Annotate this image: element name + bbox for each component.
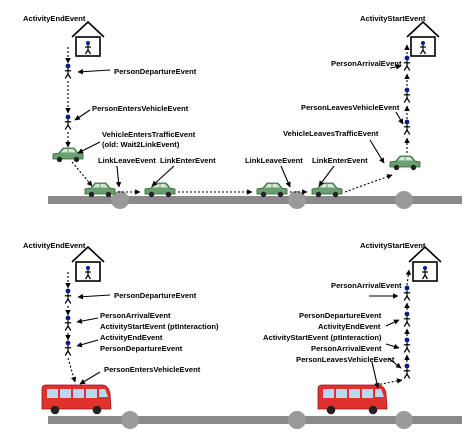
car-icon — [52, 147, 84, 163]
arrow-icon — [318, 165, 335, 187]
person-icon — [64, 315, 72, 332]
person-icon — [64, 62, 72, 80]
node-top-2 — [288, 191, 306, 209]
arrow-icon — [344, 174, 393, 193]
label-person-arrival: PersonArrivalEvent — [331, 59, 402, 68]
car-icon — [389, 155, 421, 171]
person-icon — [64, 288, 72, 305]
label-person-arrival-b: PersonArrivalEvent — [331, 281, 402, 290]
label-left-group-2: ActivityStartEvent (ptInteraction) — [100, 322, 219, 331]
road-top — [48, 196, 462, 204]
arrow-icon — [74, 109, 91, 121]
label-vehicle-enters-traffic-note: (old: Wait2LinkEvent) — [102, 140, 180, 149]
label-link-enter-2: LinkEnterEvent — [312, 156, 368, 165]
label-person-enters-vehicle: PersonEntersVehicleEvent — [92, 104, 189, 113]
label-right-group-1: PersonDepartureEvent — [299, 311, 382, 320]
arrow-icon — [371, 361, 380, 389]
label-right-group-5: PersonLeavesVehicleEvent — [296, 355, 395, 364]
label-left-group-1: PersonArrivalEvent — [100, 311, 171, 320]
person-icon — [403, 54, 411, 72]
arrow-icon — [385, 343, 400, 350]
label-link-enter-1: LinkEnterEvent — [160, 156, 216, 165]
node-bottom-3 — [395, 411, 413, 429]
bus-icon — [317, 384, 388, 415]
arrow-icon — [77, 141, 101, 154]
label-vehicle-enters-traffic: VehicleEntersTrafficEvent — [102, 130, 196, 139]
label-activity-start-b: ActivityStartEvent — [360, 241, 426, 250]
person-icon — [64, 113, 72, 131]
car-icon — [256, 182, 288, 198]
label-activity-end: ActivityEndEvent — [23, 14, 86, 23]
label-activity-start: ActivityStartEvent — [360, 14, 426, 23]
label-right-group-4: PersonArrivalEvent — [311, 344, 382, 353]
label-link-leave-1: LinkLeaveEvent — [98, 156, 156, 165]
arrow-icon — [387, 357, 402, 369]
person-icon — [403, 86, 411, 104]
label-person-departure: PersonDepartureEvent — [114, 67, 197, 76]
label-link-leave-2: LinkLeaveEvent — [245, 156, 303, 165]
arrow-icon — [71, 161, 93, 187]
arrow-icon — [67, 357, 77, 383]
person-icon — [403, 118, 411, 136]
car-icon — [144, 182, 176, 198]
bus-icon — [41, 384, 112, 415]
car-icon — [311, 182, 343, 198]
house-icon — [406, 21, 440, 57]
label-vehicle-leaves-traffic: VehicleLeavesTrafficEvent — [283, 129, 379, 138]
person-icon — [403, 285, 411, 302]
arrow-icon — [385, 319, 400, 327]
arrows-top — [65, 44, 410, 195]
arrow-icon — [395, 111, 404, 125]
node-bottom-1 — [121, 411, 139, 429]
arrow-icon — [405, 269, 412, 286]
arrow-icon — [79, 371, 101, 385]
label-person-leaves-vehicle: PersonLeavesVehicleEvent — [301, 103, 400, 112]
arrow-icon — [77, 68, 111, 75]
arrow-icon — [115, 165, 122, 188]
arrow-icon — [77, 293, 111, 300]
arrow-icon — [389, 64, 402, 70]
arrows-bottom — [65, 269, 412, 389]
house-icon — [71, 246, 105, 282]
label-person-enters-vehicle-b: PersonEntersVehicleEvent — [104, 365, 201, 374]
person-icon — [403, 363, 411, 380]
car-icon — [84, 182, 116, 198]
node-top-1 — [111, 191, 129, 209]
arrow-icon — [76, 317, 99, 324]
house-icon — [408, 246, 442, 282]
arrow-icon — [369, 139, 385, 164]
person-icon — [64, 340, 72, 357]
node-bottom-2 — [288, 411, 306, 429]
node-top-3 — [395, 191, 413, 209]
house-icon — [71, 21, 105, 57]
arrow-icon — [280, 165, 291, 188]
arrow-icon — [76, 339, 99, 348]
label-left-group-4: PersonDepartureEvent — [100, 344, 183, 353]
arrow-icon — [375, 378, 403, 386]
label-person-departure-b: PersonDepartureEvent — [114, 291, 197, 300]
arrow-icon — [151, 165, 175, 187]
person-icon — [403, 311, 411, 328]
label-activity-end-b: ActivityEndEvent — [23, 241, 86, 250]
label-right-group-3: ActivityStartEvent (ptInteraction) — [263, 333, 382, 342]
road-bottom — [48, 416, 462, 424]
label-left-group-3: ActivityEndEvent — [100, 333, 163, 342]
label-right-group-2: ActivityEndEvent — [318, 322, 381, 331]
person-icon — [403, 337, 411, 354]
